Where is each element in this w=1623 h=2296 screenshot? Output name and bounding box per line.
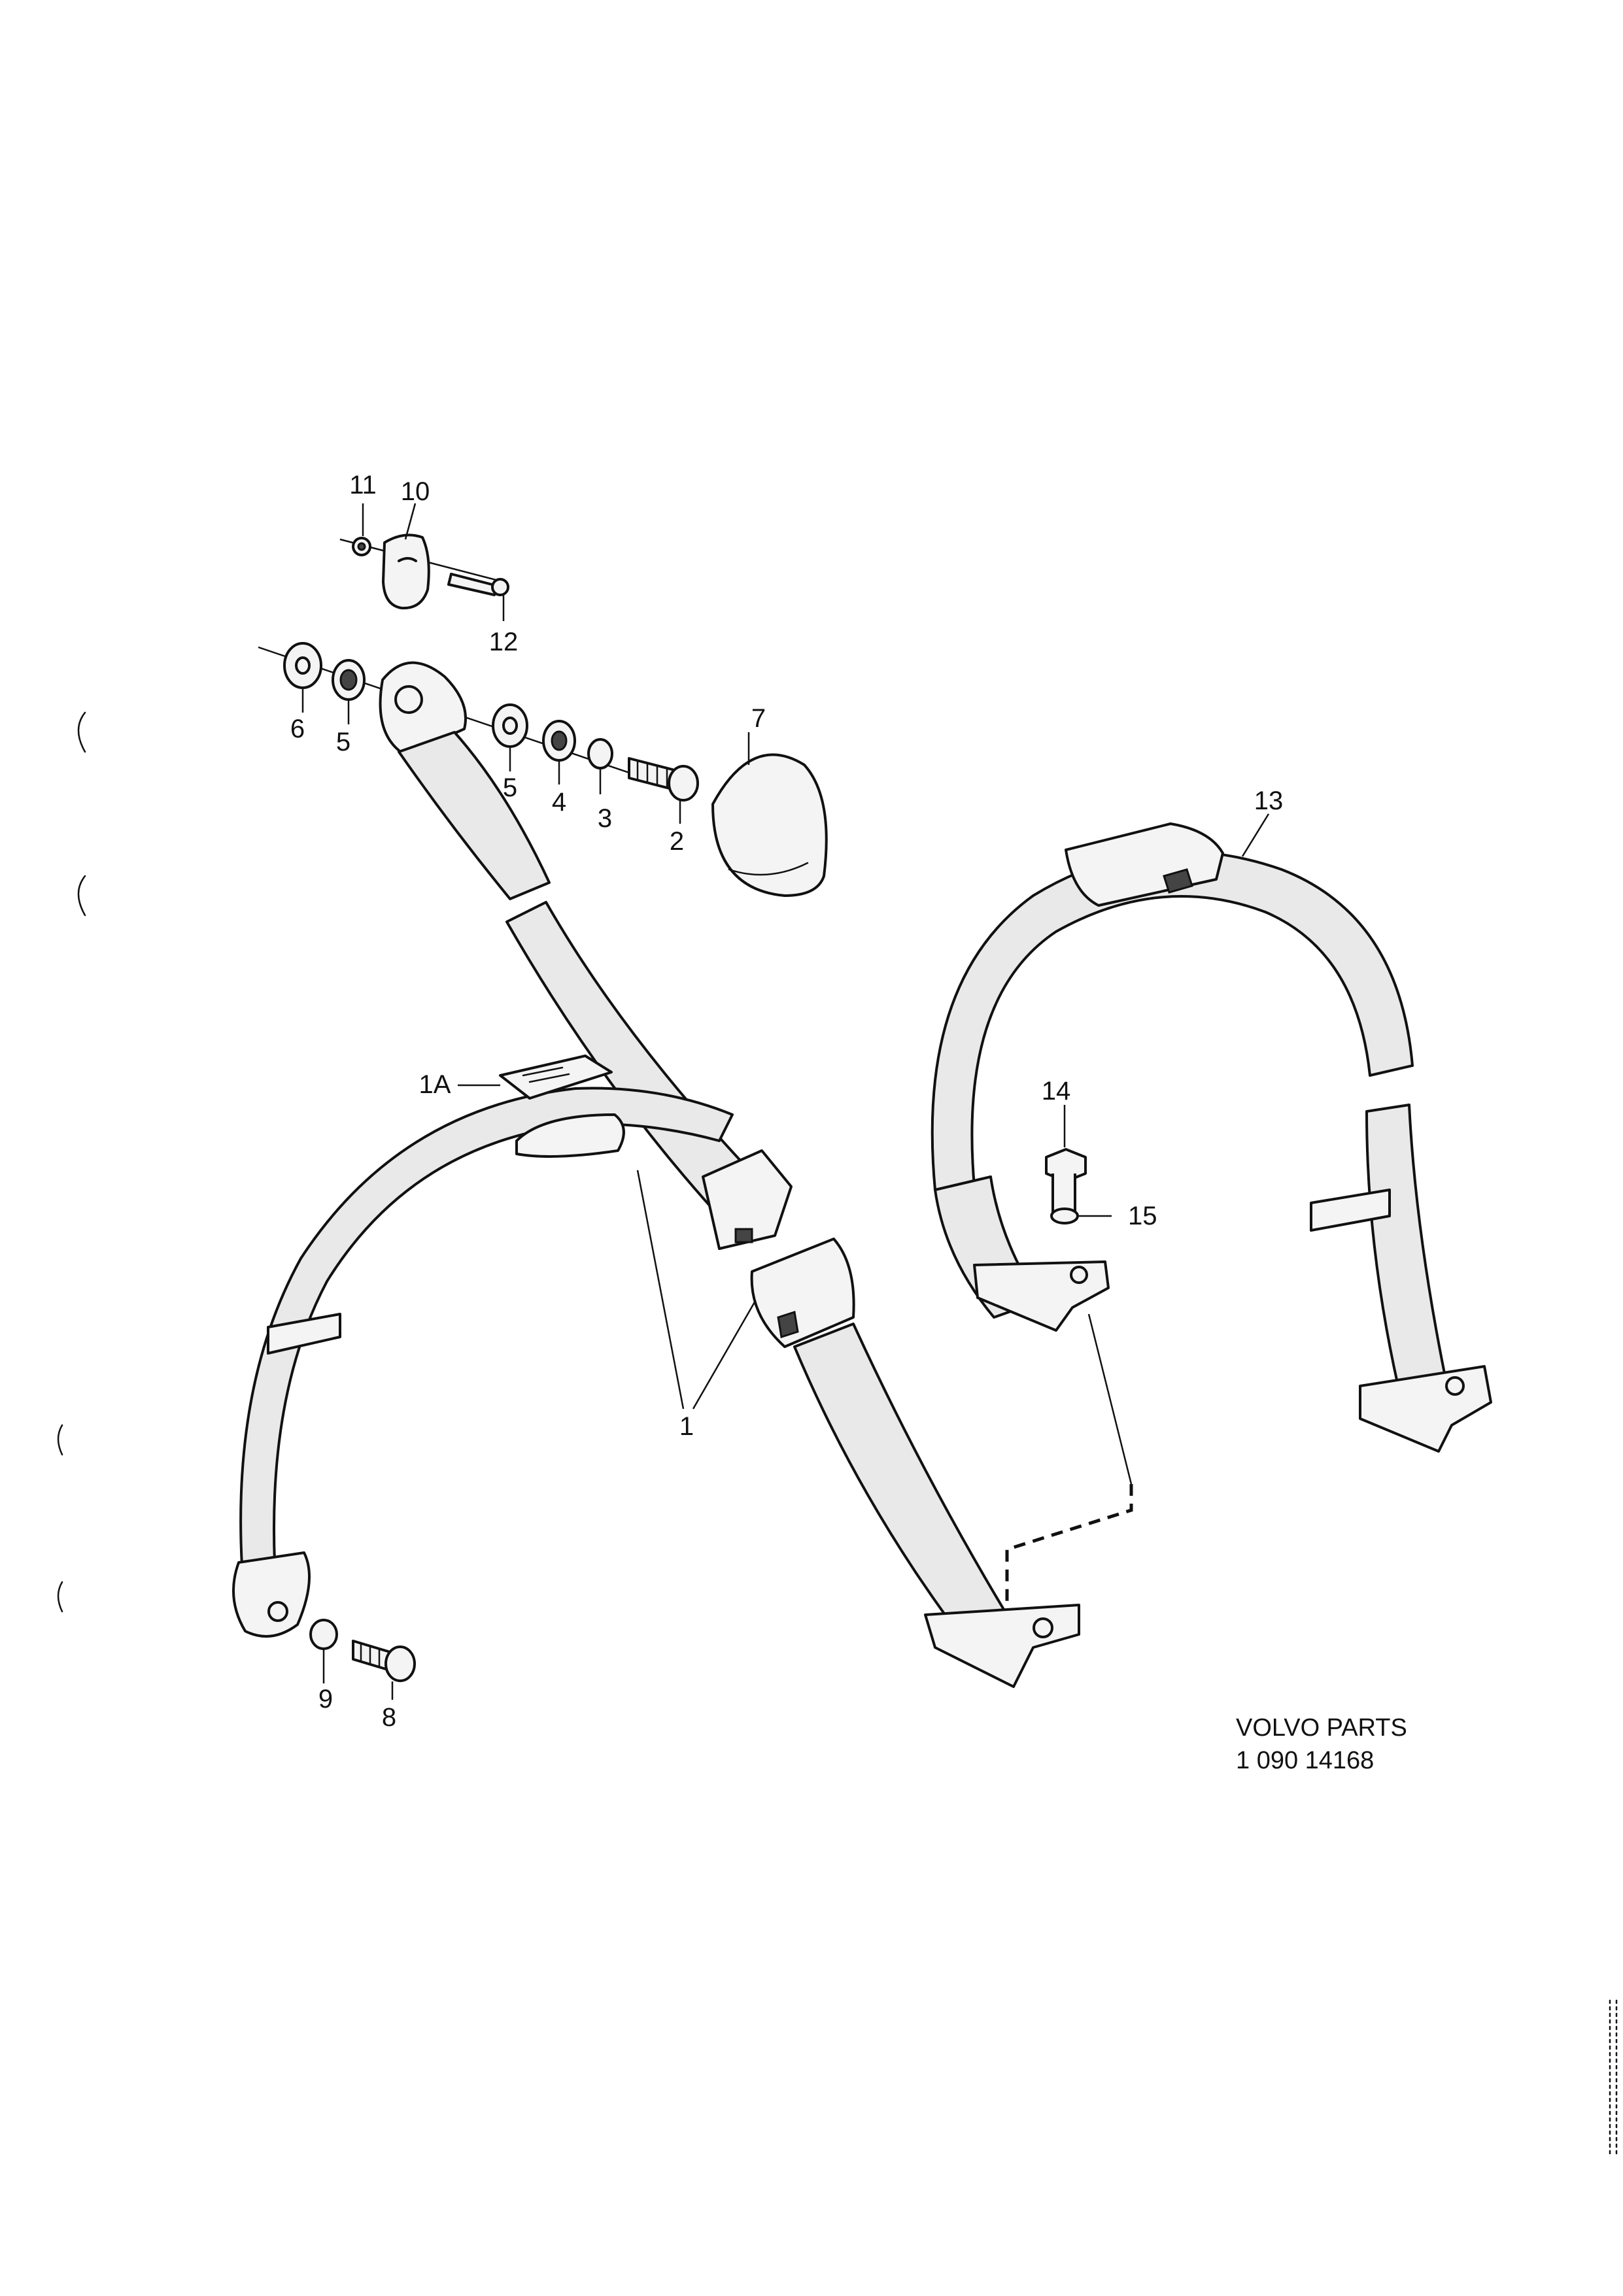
callout-8: 8: [382, 1703, 396, 1732]
callout-2: 2: [670, 827, 684, 856]
callout-10: 10: [401, 477, 430, 506]
washer-stack: [258, 642, 828, 897]
binder-holes: [57, 711, 86, 1613]
footer-brand: VOLVO PARTS: [1236, 1714, 1407, 1742]
callout-1: 1: [679, 1412, 694, 1441]
callout-3: 3: [598, 804, 612, 833]
upper-anchor-bracket: [339, 533, 509, 610]
callout-5-left: 5: [336, 728, 350, 756]
rear-belt-assembly: [931, 813, 1492, 1602]
footer: VOLVO PARTS 1 090 14168: [1236, 1714, 1407, 1774]
footer-code: 1 090 14168: [1236, 1747, 1374, 1774]
callout-7: 7: [751, 704, 766, 733]
callout-15: 15: [1128, 1202, 1157, 1230]
callout-14: 14: [1042, 1077, 1071, 1106]
callout-13: 13: [1254, 786, 1284, 815]
callout-1a: 1A: [419, 1070, 451, 1099]
callout-11: 11: [349, 471, 377, 499]
front-belt-assembly: [232, 661, 1080, 1688]
callout-leaders: [301, 503, 750, 1700]
callout-9: 9: [318, 1685, 333, 1714]
callout-4: 4: [552, 788, 566, 817]
callout-12: 12: [489, 628, 519, 656]
callout-labels: 11 10 12 6 5 5 4 3 2 7 1A 1 9 8 13 14 15: [290, 471, 1283, 1732]
scan-edge-marks: [1609, 1999, 1618, 2159]
callout-5-right: 5: [503, 773, 517, 802]
callout-6: 6: [290, 715, 305, 743]
